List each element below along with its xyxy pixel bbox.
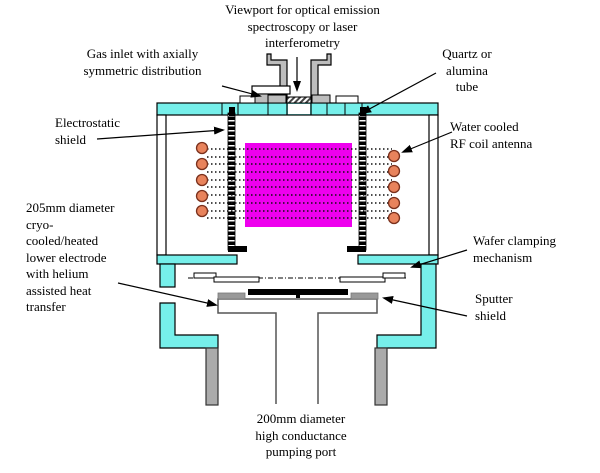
sputter-shield-left [217,292,246,300]
quartz-tube-bar [358,112,367,251]
lid-viewport-hole [288,104,310,114]
wafer [248,289,348,295]
rf-coil-arrow [401,131,453,153]
quartz-tube-arrow [360,72,437,114]
pump-duct-right [374,347,388,406]
plasma-region [245,143,352,227]
gas-inlet-pipe [251,85,291,95]
viewport-window [286,96,312,104]
sputter-shield-right [350,292,379,300]
tube-bar-foot [347,246,366,252]
lower-electrode-body [217,298,378,404]
quartz-tube-label: Quartz or alumina tube [442,46,492,94]
electrostatic-shield-label: Electrostatic shield [55,115,120,147]
viewport-label: Viewport for optical emission spectrosco… [225,2,380,50]
sputter-shield-arrow [382,295,468,317]
wafer-clamp-label: Wafer clamping mechanism [473,233,557,265]
gas-inlet-label: Gas inlet with axially symmetric distrib… [83,46,202,78]
viewport-seat-right [311,94,331,104]
electrostatic-shield-bar [227,112,236,251]
lower-electrode-arrow [117,282,218,307]
gas-inlet-arrow [221,85,262,98]
lower-electrode-label: 205mm diameter cryo- cooled/heated lower… [26,200,115,314]
rf-coil-turns-left [195,141,209,218]
lower-flange-left [156,254,238,265]
pumping-port-label: 200mm diameter high conductance pumping … [255,411,347,459]
coil-winding-lines [207,148,392,219]
viewport-seat-left [267,94,287,104]
rf-coil-turns-right [387,149,401,225]
viewport-bracket-right [310,53,332,98]
clamp-arms [193,272,406,283]
wafer-center-notch [296,295,300,298]
shield-bar-top [229,107,235,116]
lid-port-right [335,95,359,104]
pump-duct-left [205,347,219,406]
sputter-shield-label: Sputter shield [475,291,513,323]
electrostatic-shield-arrow [96,126,225,140]
lid-hole-edges [286,103,312,115]
wafer-clamp-arrow [410,249,468,269]
lower-wall-left-upper [159,263,176,288]
left-wall [156,114,167,256]
lower-wall-left-bracket [159,302,219,349]
right-wall [428,114,439,256]
rf-coil-label: Water cooled RF coil antenna [450,119,533,151]
shield-bar-foot [228,246,247,252]
